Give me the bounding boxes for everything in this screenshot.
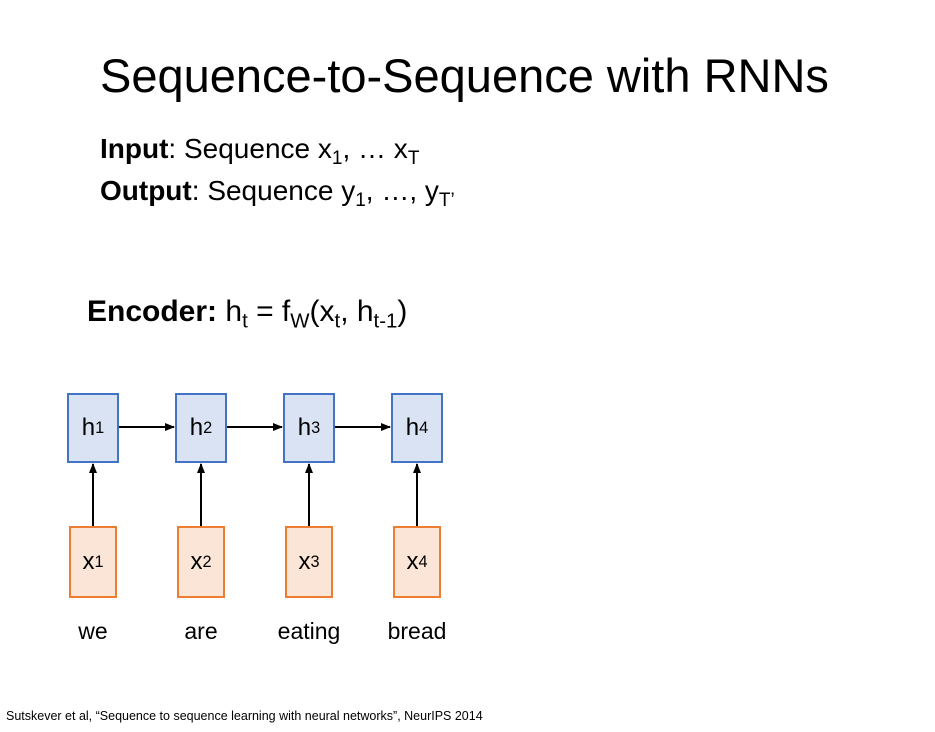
output-text: Sequence y (207, 175, 356, 206)
citation: Sutskever et al, “Sequence to sequence l… (6, 709, 483, 723)
eq-f: = f (247, 295, 291, 328)
x4-base: x (406, 548, 419, 575)
word-we: we (78, 618, 108, 644)
output-description: Output: Sequence y1, …, yT’ (100, 175, 455, 210)
input-description: Input: Sequence x1, … xT (100, 133, 419, 168)
input-sep: : (168, 133, 184, 164)
output-sub-1: 1 (355, 190, 366, 212)
eq-h-prev-sub: t-1 (373, 310, 398, 333)
h3-base: h (297, 414, 312, 441)
slide-title: Sequence-to-Sequence with RNNs (100, 49, 829, 102)
eq-f-sub: W (290, 310, 310, 333)
h4-base: h (405, 414, 420, 441)
h1-base: h (81, 414, 96, 441)
eq-x-sub: t (334, 310, 341, 333)
output-sub-T: T’ (438, 190, 455, 212)
x1-base: x (82, 548, 95, 575)
input-rest: , … x (342, 133, 408, 164)
input-sub-T: T (407, 148, 420, 170)
word-eating: eating (277, 618, 341, 644)
output-rest: , …, y (365, 175, 439, 206)
input-sub-1: 1 (331, 148, 343, 170)
input-text: Sequence x (183, 133, 332, 164)
output-label: Output (100, 175, 192, 206)
eq-h: h (217, 295, 243, 328)
x3-base: x (298, 548, 311, 575)
output-sep: : (191, 175, 208, 206)
encoder-label: Encoder: (87, 295, 218, 328)
eq-x: (x (309, 295, 335, 328)
x2-base: x (190, 548, 203, 575)
word-are: are (184, 618, 218, 644)
word-bread: bread (387, 618, 447, 644)
input-label: Input (100, 133, 169, 164)
h2-base: h (189, 414, 204, 441)
eq-close: ) (397, 295, 408, 328)
eq-h-prev: , h (340, 295, 374, 328)
eq-h-sub: t (242, 310, 248, 333)
encoder-equation: Encoder: ht = fW(xt, ht-1) (87, 295, 408, 332)
